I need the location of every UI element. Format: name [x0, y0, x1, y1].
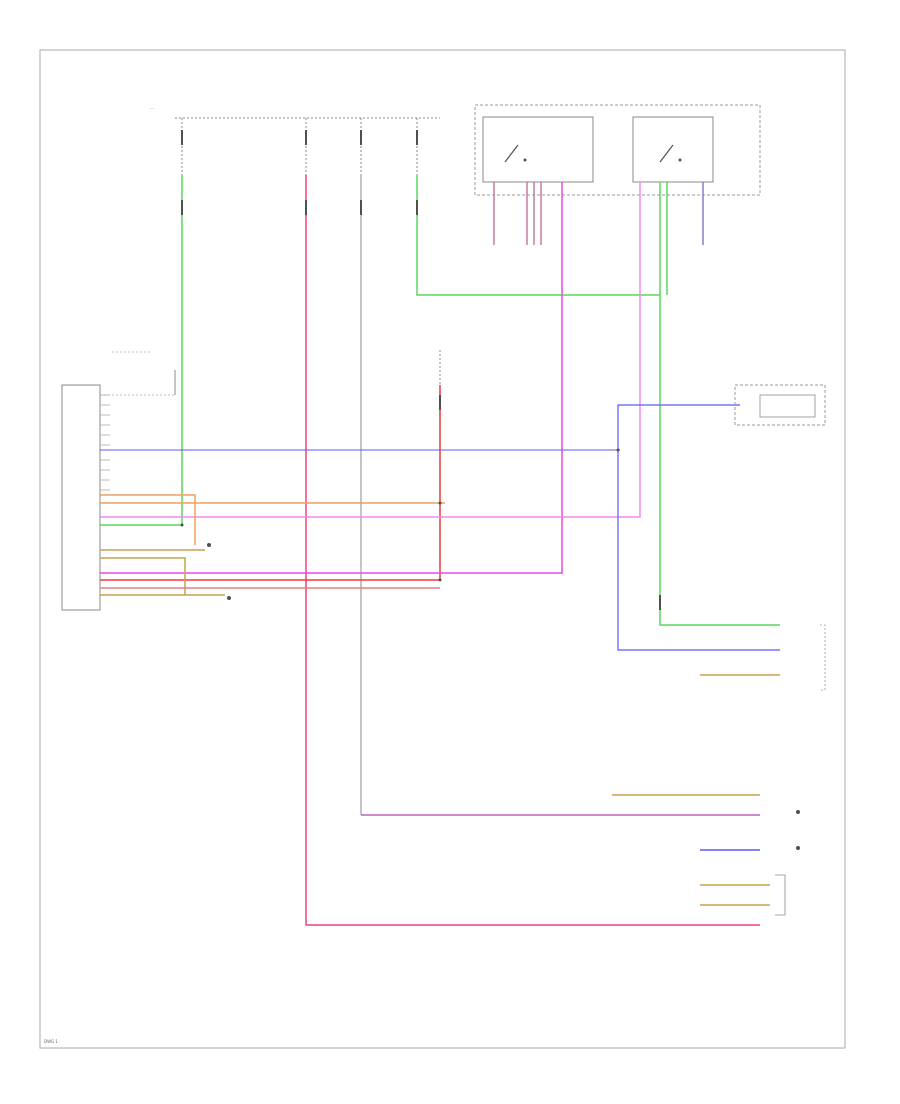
ground-icon — [207, 543, 211, 547]
connector-pin-ticks — [100, 394, 110, 491]
junction-dots — [180, 448, 620, 582]
connector-top-lead — [100, 351, 176, 396]
switch-right-box — [632, 116, 714, 183]
sensor-inner — [759, 394, 816, 418]
orange-tan-wires — [100, 494, 780, 906]
fuse-group: ···· — [150, 107, 418, 175]
fuse-1: ···· — [150, 107, 183, 175]
switch-leads — [493, 182, 704, 245]
light-magenta-wire — [100, 182, 641, 518]
tan-wire-2 — [100, 557, 186, 595]
magenta-wire-main — [100, 182, 563, 574]
blue-wire-right — [617, 404, 780, 651]
pink-wire-main — [305, 175, 760, 926]
switch-assembly-box — [474, 104, 761, 196]
ground-icon — [796, 846, 800, 850]
relay-bracket — [775, 874, 786, 916]
switch-left-box — [482, 116, 594, 183]
green-wire-loop — [416, 175, 660, 296]
green-wire-main — [100, 175, 183, 526]
green-wire-right — [659, 182, 780, 626]
footer-code: DWG 1 — [44, 1039, 58, 1044]
connector-module — [61, 384, 101, 611]
ground-icon — [227, 596, 231, 600]
switch-contact-icon — [659, 144, 682, 163]
orange-wire-1 — [100, 494, 196, 545]
speed-sensor-bracket — [820, 624, 826, 691]
switch-contact-icon — [504, 144, 527, 163]
ground-icon — [796, 810, 800, 814]
page-border — [39, 49, 846, 1049]
sensor-module — [734, 384, 826, 426]
connector-blocks — [181, 200, 661, 610]
svg-text:····: ···· — [150, 107, 154, 111]
